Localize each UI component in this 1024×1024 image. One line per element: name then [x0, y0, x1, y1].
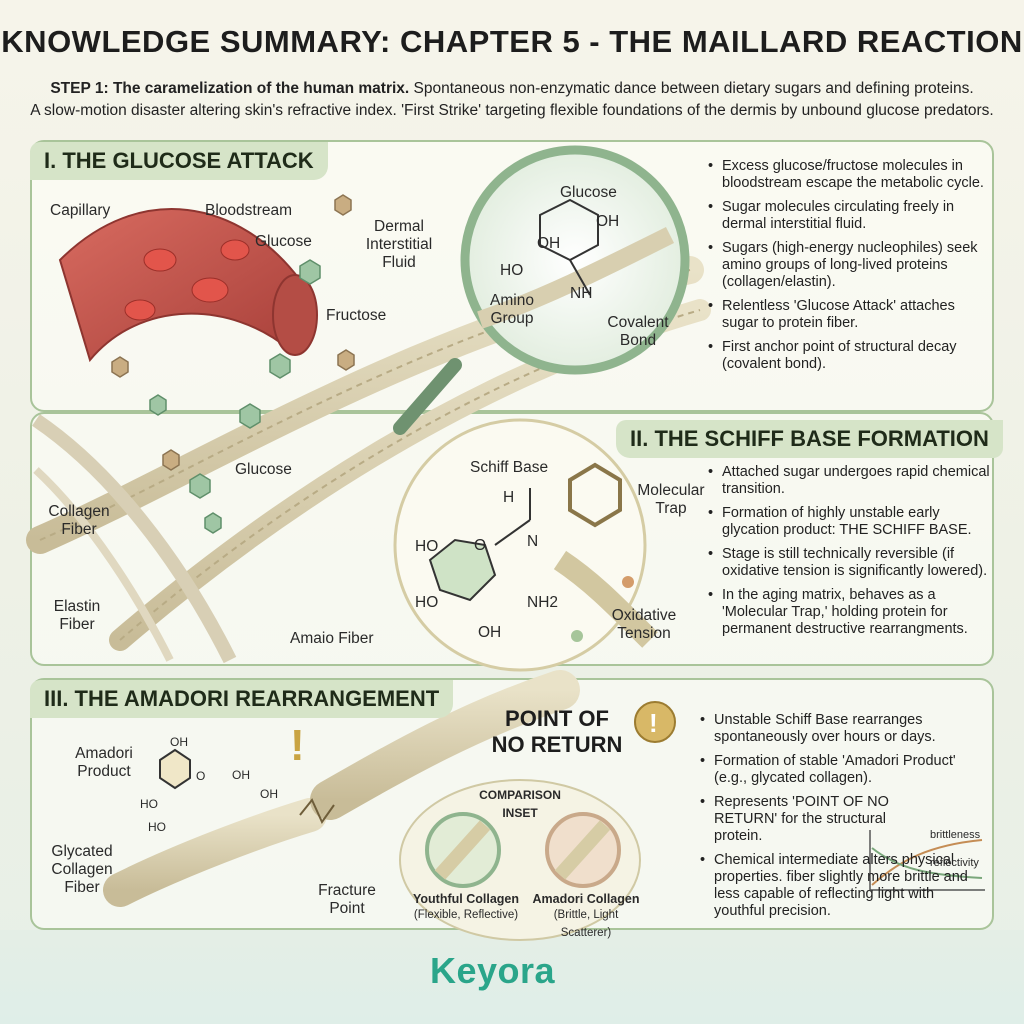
bullet-list-amadori: Unstable Schiff Base rearranges spontane… — [700, 712, 986, 927]
svg-text:!: ! — [290, 721, 305, 770]
bullet-item: Formation of stable 'Amadori Product' (e… — [700, 753, 986, 787]
section-heading-schiff-base: II. THE SCHIFF BASE FORMATION — [616, 420, 1003, 458]
label-mag-oh2: OH — [537, 235, 561, 252]
label-amadori-ho-a: HO — [140, 797, 158, 811]
bullet-item: Chemical intermediate alters physical pr… — [700, 852, 986, 920]
label-mag-ho: HO — [500, 262, 524, 279]
label-mag-glucose: Glucose — [560, 184, 617, 201]
label-bloodstream: Bloodstream — [205, 202, 293, 219]
section-heading-glucose-attack: I. THE GLUCOSE ATTACK — [30, 142, 328, 180]
magnifier — [393, 145, 690, 435]
intro-line1: Spontaneous non-enzymatic dance between … — [409, 80, 974, 97]
label-mag-nh: NH — [570, 285, 593, 302]
bullet-item: Attached sugar undergoes rapid chemical … — [708, 464, 992, 498]
label-schiff-n: N — [527, 533, 539, 550]
capillary-vessel — [58, 208, 318, 363]
label-youthful-sub: (Flexible, Reflective) — [413, 909, 519, 921]
label-elastin-fiber: Elastin Fiber — [53, 598, 101, 633]
bullet-item: First anchor point of structural decay (… — [708, 339, 984, 373]
amadori-fiber: ! — [103, 670, 580, 907]
intro-text: STEP 1: The caramelization of the human … — [24, 78, 1000, 122]
bullet-item: Stage is still technically reversible (i… — [708, 546, 992, 580]
bullet-item: Formation of highly unstable early glyca… — [708, 505, 992, 539]
intro-step-label: STEP 1: The caramelization of the human … — [50, 80, 410, 97]
label-capillary: Capillary — [50, 202, 111, 219]
label-amadori-oh-c: OH — [260, 787, 278, 801]
label-collagen-fiber: Collagen Fiber — [48, 503, 110, 538]
label-mag-oh1: OH — [596, 213, 620, 230]
bullet-item: Relentless 'Glucose Attack' attaches sug… — [708, 298, 984, 332]
label-amadori-oh-b: OH — [232, 768, 250, 782]
label-amadori-sub: (Brittle, Light Scatterer) — [553, 909, 619, 939]
label-brittleness: brittleness — [930, 829, 981, 841]
comparison-inset: ! — [399, 701, 676, 941]
label-schiff-nh2: NH2 — [527, 594, 559, 611]
intro-line2: A slow-motion disaster altering skin's r… — [30, 102, 994, 119]
label-schiff-o: O — [474, 537, 487, 554]
label-schiff-oh: OH — [478, 624, 502, 641]
label-glycated-collagen: Glycated Collagen Fiber — [51, 843, 113, 896]
label-schiff-ho1: HO — [415, 538, 439, 555]
label-glucose-top: Glucose — [255, 233, 312, 250]
page-title: KNOWLEDGE SUMMARY: CHAPTER 5 - THE MAILL… — [1, 24, 1023, 59]
label-amadori-product: Amadori Product — [75, 745, 133, 780]
label-amadori-o: O — [196, 769, 206, 783]
bullet-item: In the aging matrix, behaves as a 'Molec… — [708, 587, 992, 638]
label-amadori-ho-b: HO — [148, 820, 166, 834]
keyora-logo: Keyora — [430, 950, 556, 991]
label-youthful-collagen: Youthful Collagen — [412, 892, 519, 906]
label-fructose: Fructose — [326, 307, 387, 324]
label-comparison-inset: COMPARISON INSET — [479, 788, 561, 820]
fructose-molecules — [111, 194, 355, 471]
section-heading-amadori: III. THE AMADORI REARRANGEMENT — [30, 680, 454, 718]
label-amino-fiber: Amaio Fiber — [290, 630, 374, 647]
bullet-item: Excess glucose/fructose molecules in blo… — [708, 158, 984, 192]
label-amadori-oh-a: OH — [170, 735, 188, 749]
footer-band — [0, 930, 1024, 1024]
bullet-item: Unstable Schiff Base rearranges spontane… — [700, 712, 986, 746]
bullet-list-glucose-attack: Excess glucose/fructose molecules in blo… — [708, 158, 984, 380]
label-molecular-trap: Molecular Trap — [637, 482, 705, 517]
label-oxidative-tension: Oxidative Tension — [611, 607, 677, 642]
label-amino-group: Amino Group — [490, 292, 534, 327]
label-fracture-point: Fracture Point — [318, 882, 376, 917]
label-glucose-mid: Glucose — [235, 461, 292, 478]
glucose-molecules — [149, 259, 321, 534]
bullet-list-schiff-base: Attached sugar undergoes rapid chemical … — [708, 464, 992, 645]
svg-text:!: ! — [649, 708, 658, 738]
label-point-of-no-return: POINT OF NO RETURN — [491, 706, 623, 757]
bullet-item: Represents 'POINT OF NO RETURN' for the … — [700, 794, 900, 845]
bullet-item: Sugar molecules circulating freely in de… — [708, 199, 984, 233]
label-dermal-fluid: Dermal Interstitial Fluid — [365, 218, 433, 271]
schiff-inset — [393, 418, 658, 672]
bullet-item: Sugars (high-energy nucleophiles) seek a… — [708, 240, 984, 291]
label-schiff-ho2: HO — [415, 594, 439, 611]
label-amadori-collagen: Amadori Collagen — [532, 892, 640, 906]
label-schiff-h: H — [503, 489, 515, 506]
label-schiff-base: Schiff Base — [470, 459, 549, 476]
label-covalent-bond: Covalent Bond — [607, 314, 669, 349]
